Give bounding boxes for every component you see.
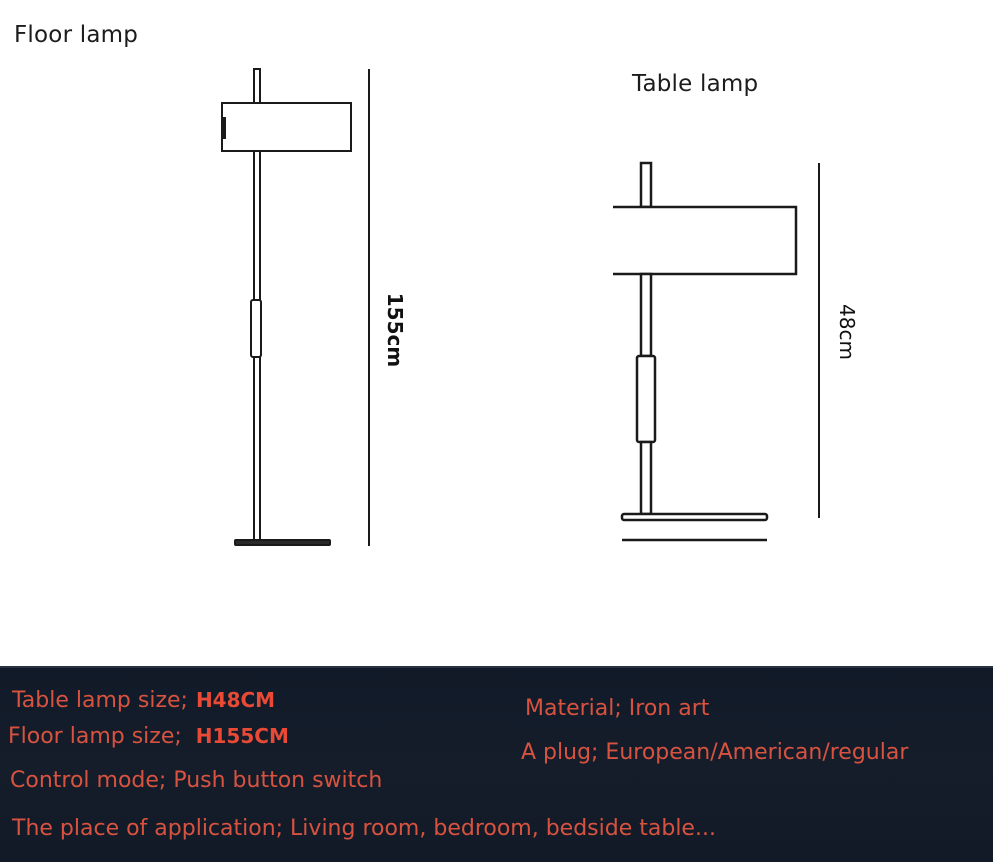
spec-plug: A plug; European/American/regular [521,740,909,765]
table-lamp-height-label: 48cm [835,304,859,360]
table-lamp-shade [613,205,798,276]
spec-table-lamp-size: Table lamp size; H48CM [12,688,275,713]
floor-lamp-pole-upper [253,150,261,301]
spec-place-of-application: The place of application; Living room, b… [12,816,716,841]
table-lamp-pole-upper [639,272,653,358]
floor-lamp-shade [221,102,352,152]
table-lamp-sleeve [635,354,657,444]
table-lamp-base [620,512,769,522]
floor-lamp-base [234,539,331,546]
spec-floor-lamp-size-label: Floor lamp size; [8,724,182,749]
spec-table-lamp-size-label: Table lamp size; [12,688,188,713]
floor-lamp-top-stem [253,68,261,104]
floor-lamp-drawing [221,68,370,546]
floor-lamp-height-label: 155cm [383,292,407,368]
table-lamp-drawing [613,161,820,542]
table-lamp-top-stem [639,161,653,209]
spec-control-mode: Control mode; Push button switch [10,768,383,793]
table-lamp-title: Table lamp [632,71,759,97]
floor-lamp-sleeve [250,299,262,358]
specifications-panel: Table lamp size; H48CM Floor lamp size; H1… [0,666,993,862]
floor-lamp-pole-lower [253,356,261,541]
spec-floor-lamp-size: Floor lamp size; H155CM [8,724,289,749]
spec-material: Material; Iron art [525,696,710,721]
floor-lamp-title: Floor lamp [14,22,139,48]
spec-floor-lamp-size-value: H155CM [195,724,289,748]
table-lamp-pole-lower [639,440,653,516]
floor-lamp-switch [222,117,226,139]
lamp-drawings [221,68,820,546]
spec-table-lamp-size-value: H48CM [195,688,276,712]
